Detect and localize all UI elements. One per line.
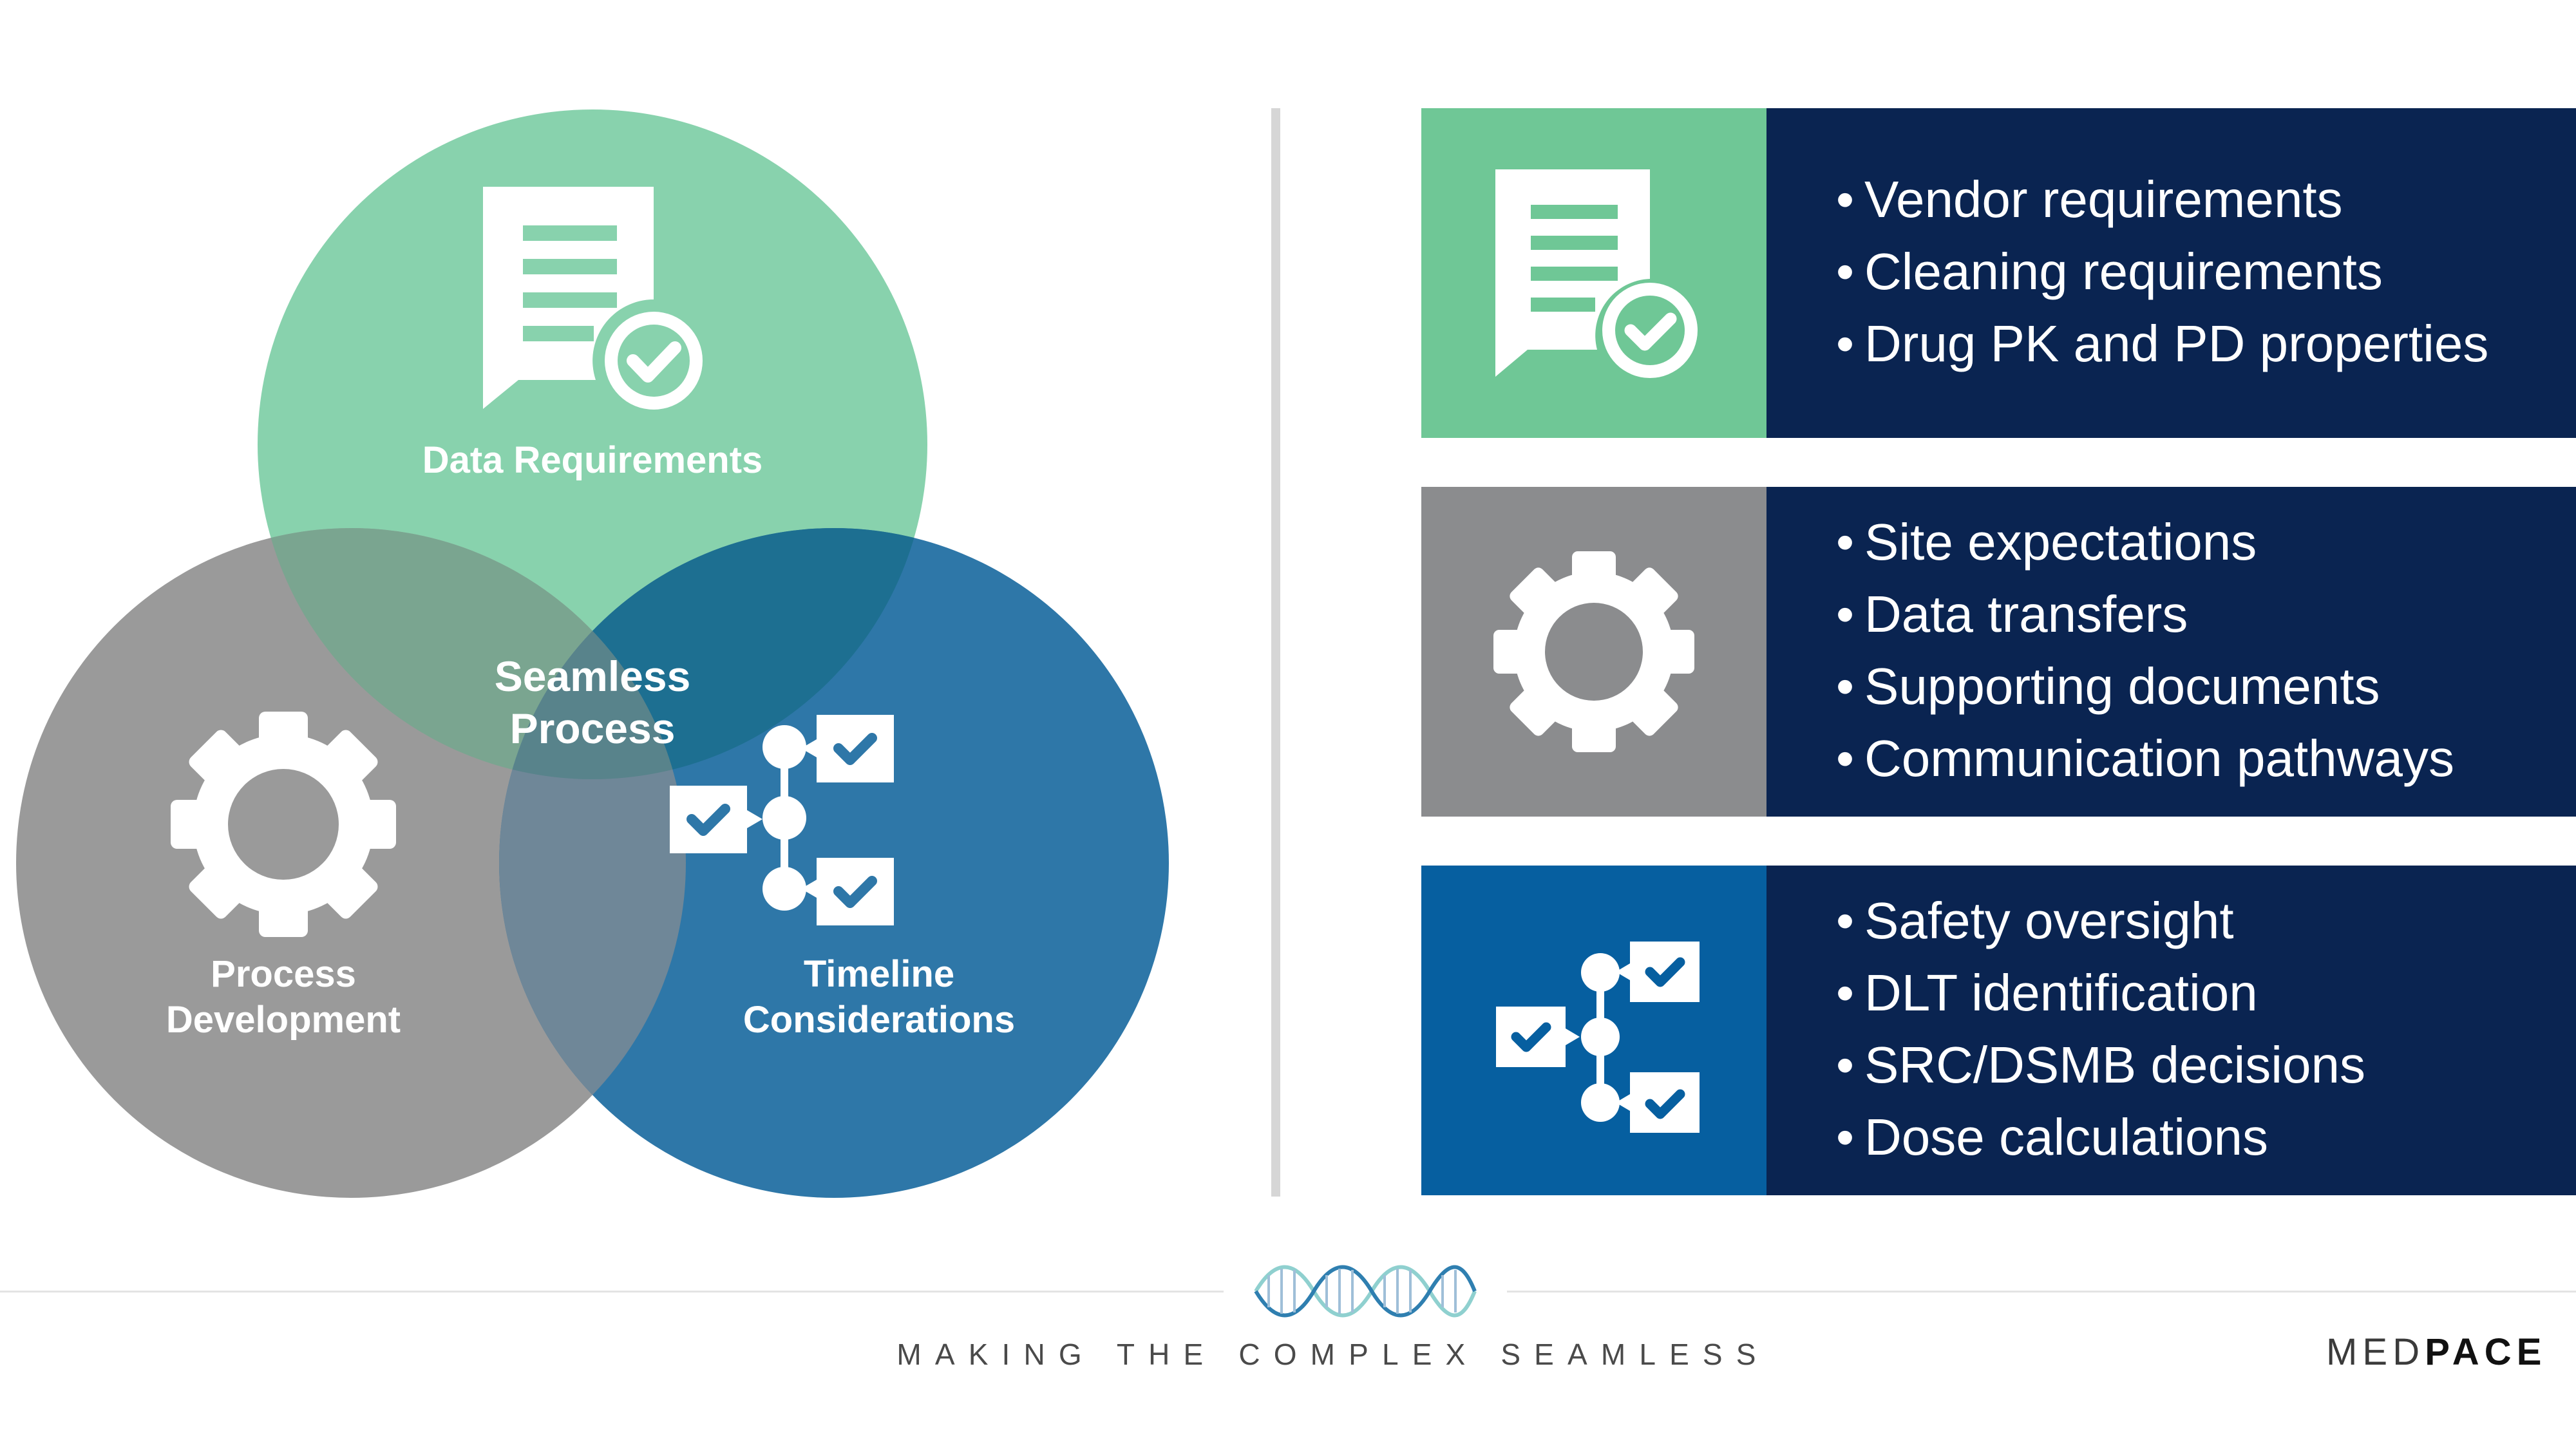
- list-item: •Communication pathways: [1836, 723, 2454, 795]
- list-item-text: Communication pathways: [1864, 730, 2454, 787]
- label-seamless-process: Seamless Process: [431, 650, 753, 754]
- bullet-mark: •: [1836, 658, 1855, 715]
- label-process-development: Process Development: [103, 952, 464, 1043]
- label-process-line1: Process: [211, 953, 356, 995]
- bullet-mark: •: [1836, 171, 1855, 228]
- panel-data-requirements: •Vendor requirements •Cleaning requireme…: [1421, 108, 2576, 438]
- label-timeline-considerations: Timeline Considerations: [676, 952, 1082, 1043]
- gear-icon: [1493, 551, 1694, 752]
- bullet-mark: •: [1836, 1108, 1855, 1166]
- label-timeline-line1: Timeline: [803, 953, 955, 995]
- document-check-icon: [1495, 169, 1698, 378]
- panel-body: •Safety oversight •DLT identification •S…: [1766, 866, 2576, 1195]
- list-item-text: Supporting documents: [1864, 658, 2380, 715]
- bullet-mark: •: [1836, 243, 1855, 300]
- bullet-list: •Site expectations •Data transfers •Supp…: [1836, 506, 2454, 795]
- logo-part-pace: PACE: [2425, 1331, 2547, 1373]
- list-item-text: Vendor requirements: [1864, 171, 2343, 228]
- list-item-text: SRC/DSMB decisions: [1864, 1036, 2366, 1094]
- panel-body: •Site expectations •Data transfers •Supp…: [1766, 487, 2576, 817]
- timeline-checklist-icon: [1496, 942, 1700, 1133]
- footer-divider-right: [1507, 1291, 2576, 1293]
- list-item-text: Safety oversight: [1864, 892, 2234, 949]
- label-seamless-line1: Seamless: [494, 652, 691, 700]
- label-data-requirements: Data Requirements: [361, 438, 824, 484]
- label-process-line2: Development: [166, 998, 401, 1041]
- list-item: •SRC/DSMB decisions: [1836, 1029, 2365, 1101]
- venn-overlap-top-right: [499, 528, 927, 779]
- list-item: •Safety oversight: [1836, 885, 2365, 957]
- panel-body: •Vendor requirements •Cleaning requireme…: [1766, 108, 2576, 438]
- bullet-mark: •: [1836, 730, 1855, 787]
- bullet-mark: •: [1836, 1036, 1855, 1094]
- list-item: •Data transfers: [1836, 578, 2454, 650]
- bullet-mark: •: [1836, 315, 1855, 372]
- bullet-list: •Vendor requirements •Cleaning requireme…: [1836, 164, 2488, 380]
- venn-diagram: [16, 109, 1169, 1198]
- bullet-list: •Safety oversight •DLT identification •S…: [1836, 885, 2365, 1173]
- dna-helix-icon: [1254, 1265, 1477, 1318]
- label-data-requirements-text: Data Requirements: [422, 439, 763, 481]
- panel-icon-box: [1421, 866, 1766, 1195]
- list-item-text: Dose calculations: [1864, 1108, 2268, 1166]
- panel-icon-box: [1421, 108, 1766, 438]
- bullet-mark: •: [1836, 513, 1855, 571]
- list-item: •Dose calculations: [1836, 1101, 2365, 1173]
- label-seamless-line2: Process: [509, 704, 676, 752]
- panel-timeline-considerations: •Safety oversight •DLT identification •S…: [1421, 866, 2576, 1195]
- timeline-checklist-icon: [670, 715, 894, 925]
- footer-tagline: MAKING THE COMPLEX SEAMLESS: [896, 1338, 1770, 1371]
- label-timeline-line2: Considerations: [743, 998, 1016, 1041]
- panel-process-development: •Site expectations •Data transfers •Supp…: [1421, 487, 2576, 817]
- bullet-mark: •: [1836, 585, 1855, 643]
- bullet-mark: •: [1836, 964, 1855, 1021]
- list-item-text: Drug PK and PD properties: [1864, 315, 2489, 372]
- list-item: •Cleaning requirements: [1836, 236, 2488, 308]
- list-item-text: Data transfers: [1864, 585, 2188, 643]
- list-item: •DLT identification: [1836, 957, 2365, 1029]
- footer-divider-left: [0, 1291, 1224, 1293]
- list-item: •Site expectations: [1836, 506, 2454, 578]
- list-item-text: Site expectations: [1864, 513, 2257, 571]
- bullet-mark: •: [1836, 892, 1855, 949]
- vertical-divider: [1271, 108, 1280, 1197]
- panel-icon-box: [1421, 487, 1766, 817]
- list-item-text: DLT identification: [1864, 964, 2258, 1021]
- venn-overlap-top-left: [258, 528, 686, 779]
- gear-icon: [171, 712, 396, 937]
- medpace-logo: MEDPACE: [2326, 1331, 2547, 1374]
- document-check-icon: [483, 187, 703, 410]
- logo-part-med: MED: [2326, 1331, 2425, 1373]
- list-item-text: Cleaning requirements: [1864, 243, 2383, 300]
- list-item: •Vendor requirements: [1836, 164, 2488, 236]
- list-item: •Drug PK and PD properties: [1836, 308, 2488, 380]
- list-item: •Supporting documents: [1836, 650, 2454, 723]
